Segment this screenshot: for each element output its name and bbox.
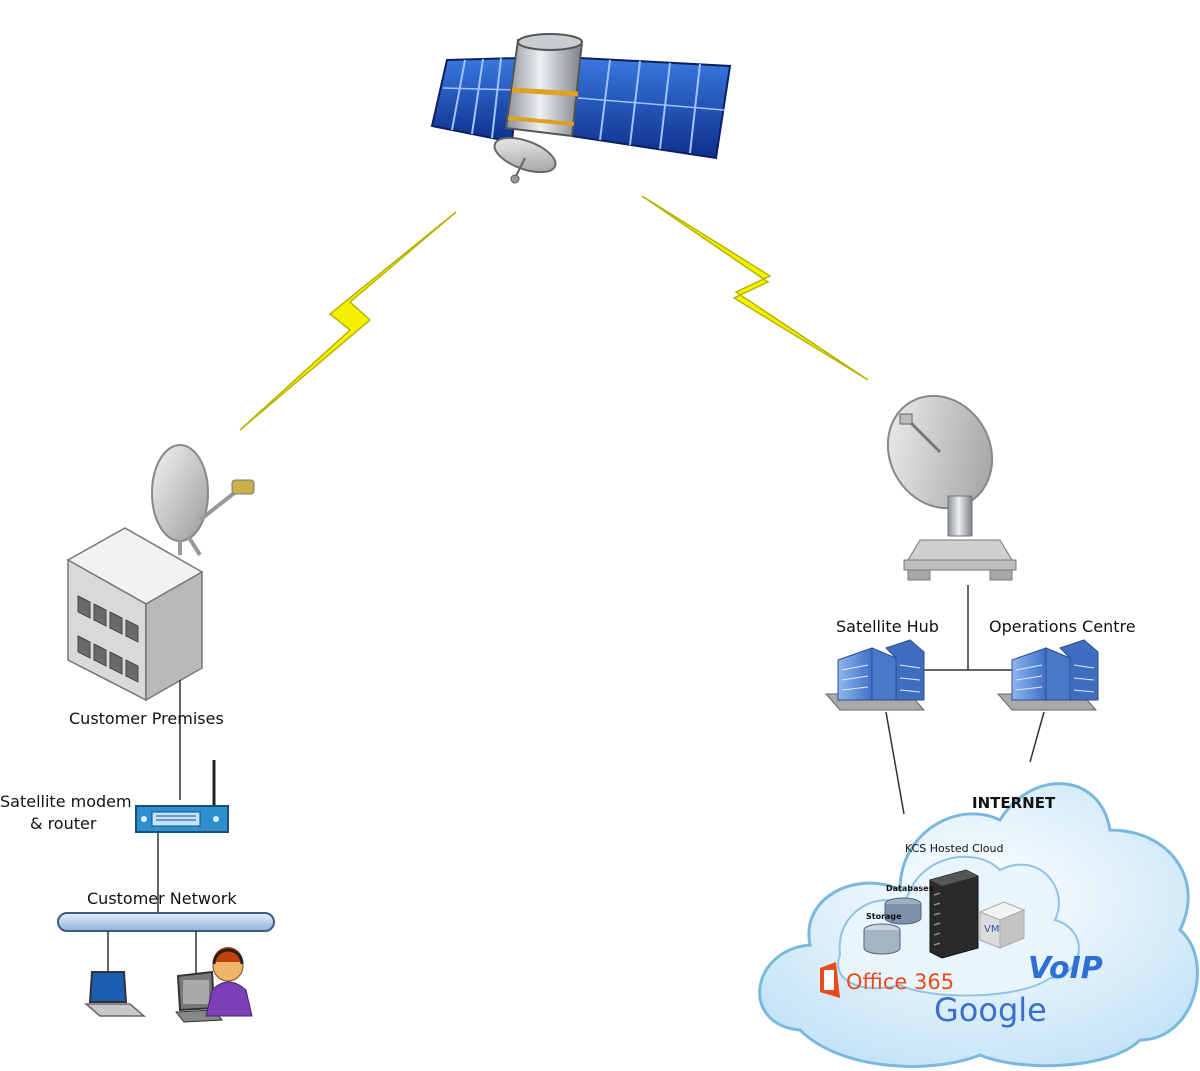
vm-box-icon: [978, 901, 1026, 949]
label-databases: Databases: [886, 884, 934, 893]
satellite-dish-icon: [151, 444, 255, 557]
label-voip: VoIP: [1028, 951, 1103, 986]
workstation-user-icon: [175, 947, 253, 1023]
label-satellite-hub: Satellite Hub: [836, 617, 939, 636]
solar-panel-left: [430, 56, 522, 144]
label-internet: INTERNET: [972, 794, 1056, 812]
network-bus-icon: [57, 912, 275, 932]
lightning-link-right: [641, 195, 869, 381]
link-ops-internet: [1029, 711, 1045, 763]
operations-building-icon: [996, 639, 1099, 711]
office-building-icon: [824, 639, 926, 711]
label-operations-centre: Operations Centre: [989, 617, 1136, 636]
label-customer-premises: Customer Premises: [69, 709, 224, 728]
solar-panel-right: [570, 56, 732, 160]
building-icon: [66, 527, 204, 702]
label-satellite-modem: Satellite modem: [0, 792, 132, 811]
satellite-icon: [430, 33, 732, 184]
server-rack-icon: [929, 869, 979, 959]
label-satellite-router: & router: [30, 814, 97, 833]
label-office365: Office 365: [846, 970, 955, 994]
office365-logo-icon: [820, 962, 840, 998]
satellite-antenna-dish: [493, 136, 557, 184]
lightning-link-left: [239, 211, 457, 431]
router-icon: [135, 760, 229, 833]
label-customer-network: Customer Network: [87, 889, 237, 908]
ground-station-antenna-icon: [886, 394, 1017, 581]
database-icon: [863, 897, 922, 955]
laptop-icon: [83, 971, 147, 1017]
link-hub-internet: [885, 711, 905, 815]
label-kcs-hosted-cloud: KCS Hosted Cloud: [905, 842, 1004, 855]
satellite-body: [504, 33, 584, 138]
label-google: Google: [934, 991, 1047, 1029]
label-storage: Storage: [866, 912, 902, 921]
label-vm: VM: [984, 924, 1000, 935]
